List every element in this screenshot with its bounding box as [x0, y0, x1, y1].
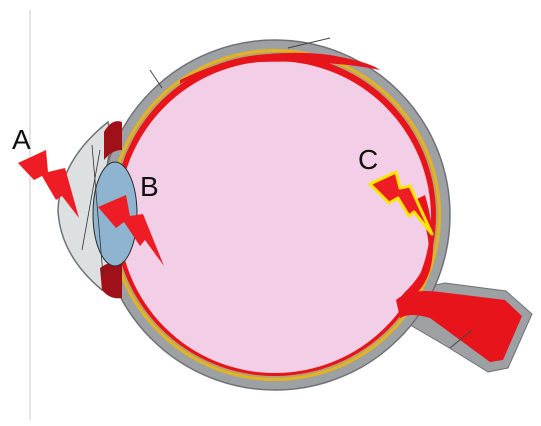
iris-lower	[100, 262, 122, 299]
label-b: B	[140, 173, 159, 201]
vitreous-body	[119, 61, 431, 373]
label-a: A	[12, 126, 31, 154]
sclera-seam-top	[150, 70, 162, 88]
label-c: C	[358, 146, 378, 174]
